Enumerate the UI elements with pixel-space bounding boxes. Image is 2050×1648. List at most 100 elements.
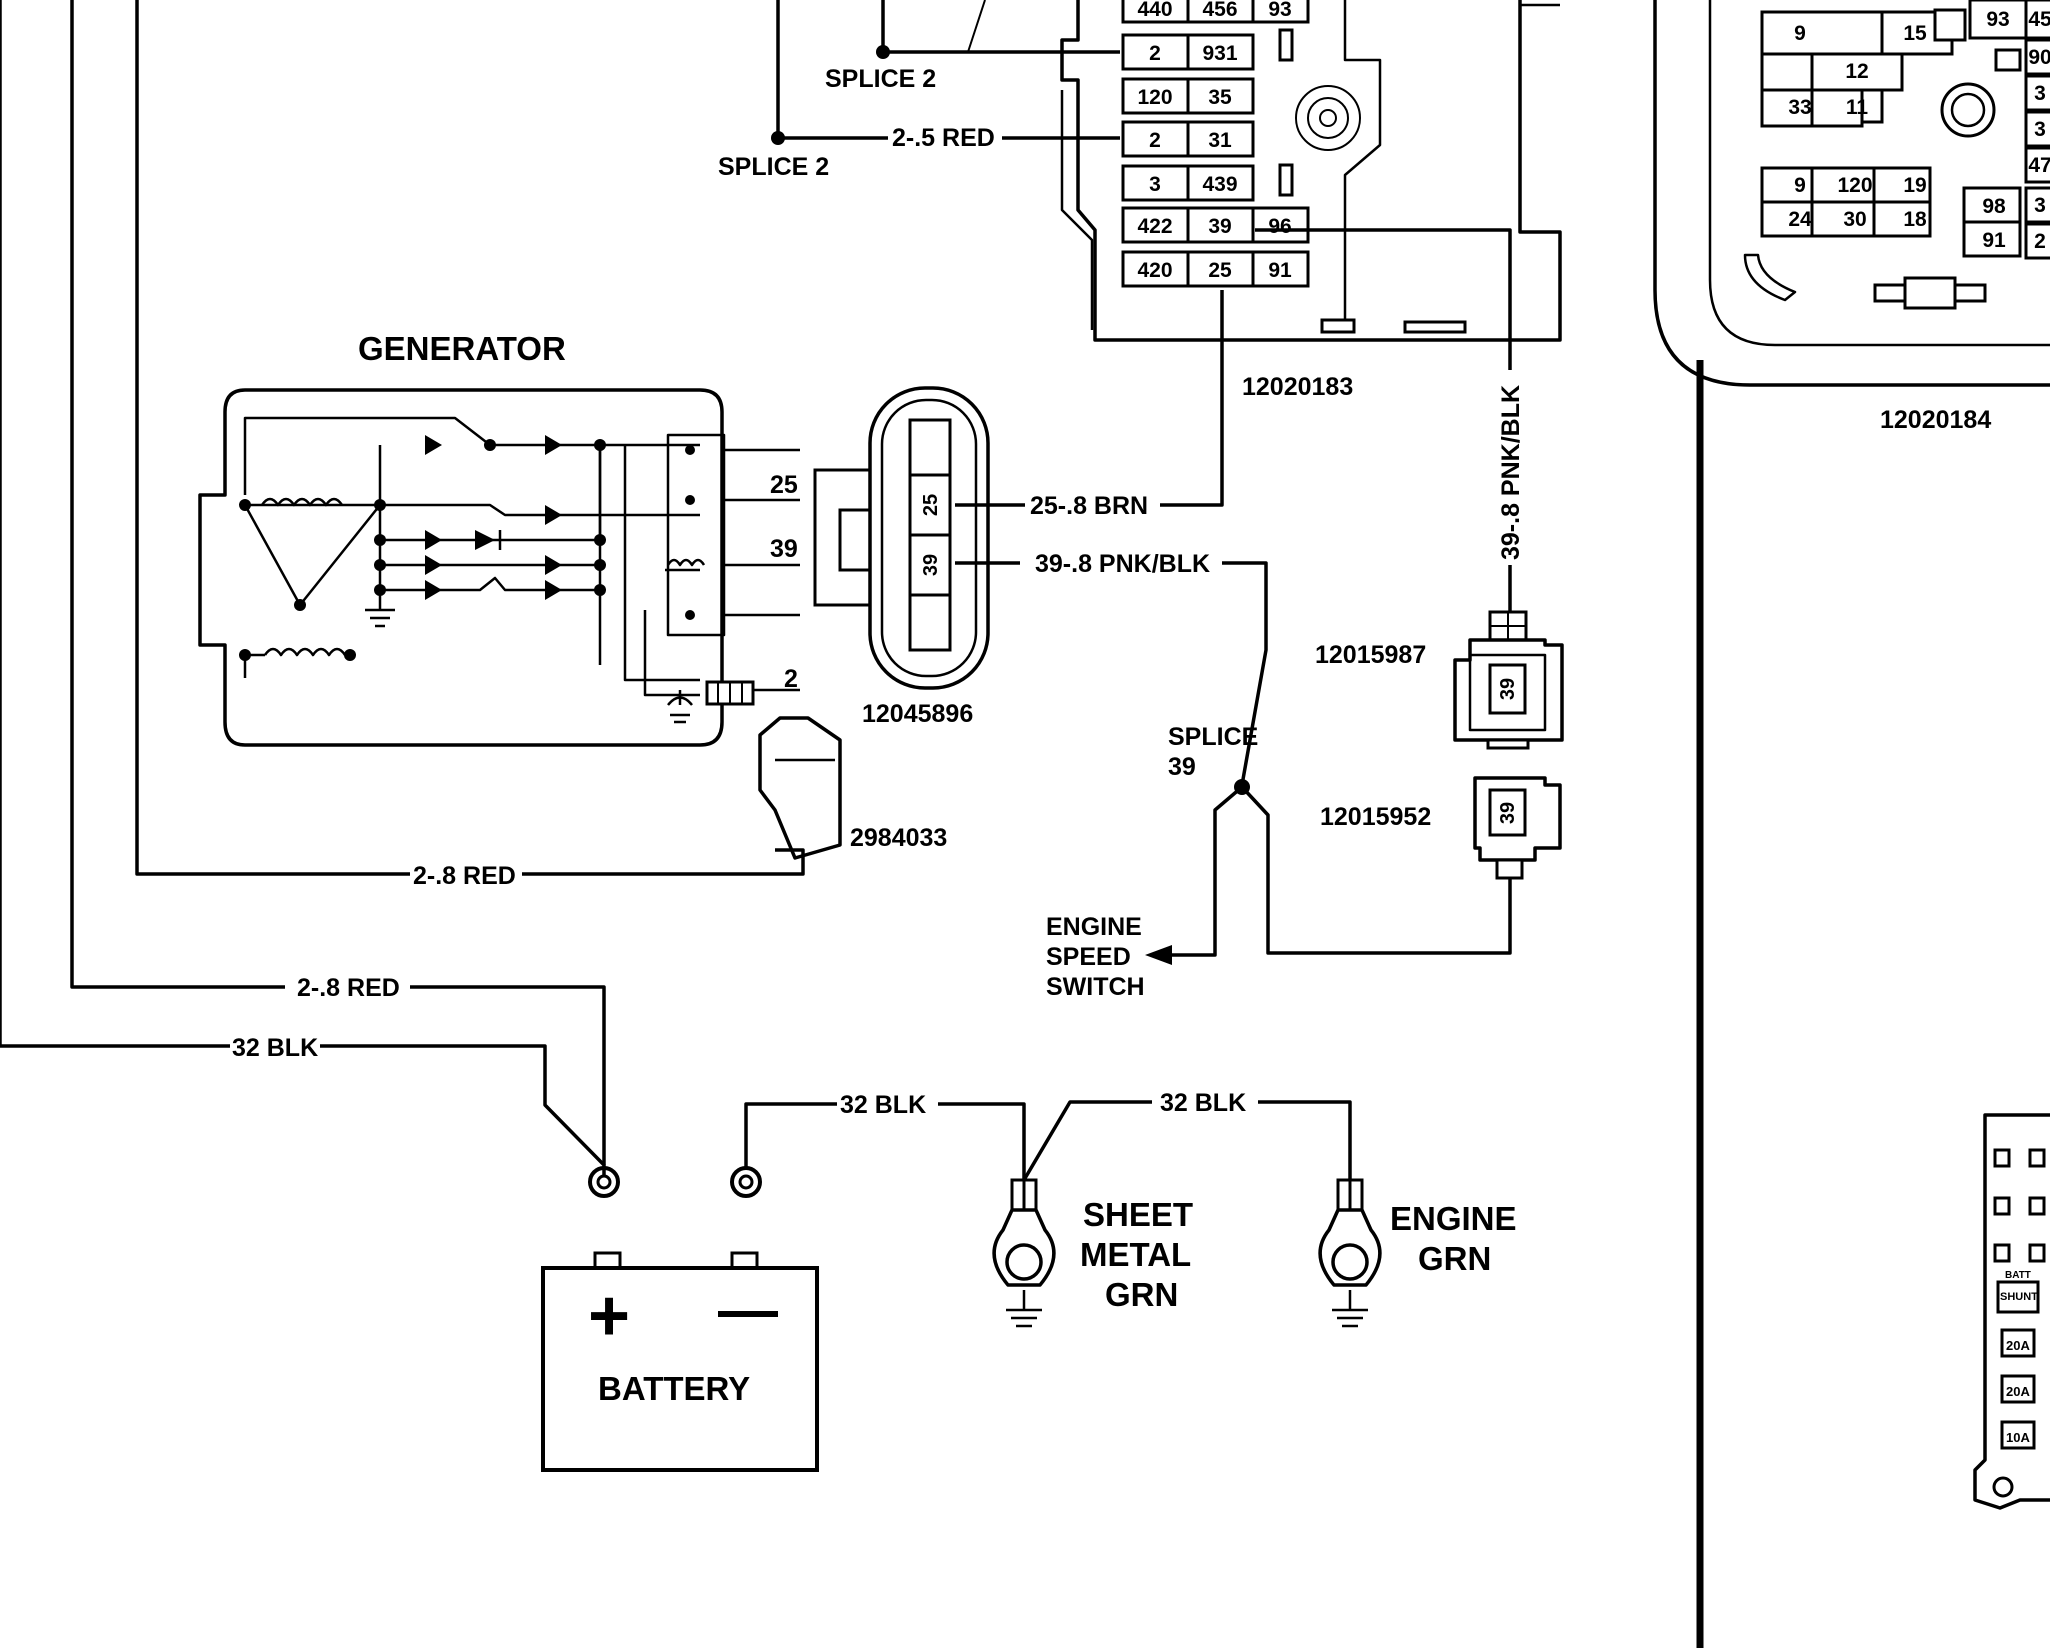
svg-text:11: 11 — [1846, 96, 1869, 119]
generator-pin-39: 39 — [770, 535, 798, 563]
part-number-12015952: 12015952 — [1320, 803, 1431, 831]
wire-32-blk-left — [0, 0, 230, 1048]
svg-text:3: 3 — [2034, 82, 2046, 105]
sheet-metal-grn-label-2: METAL — [1080, 1236, 1191, 1273]
svg-text:9: 9 — [1794, 174, 1806, 197]
battery-minus-sign: — — [718, 1276, 778, 1343]
splice-39-label-2: 39 — [1168, 753, 1196, 781]
svg-text:3: 3 — [2034, 194, 2046, 217]
part-number-12015987: 12015987 — [1315, 641, 1426, 669]
fuse-panel-label: 20A — [2006, 1338, 2030, 1353]
fuse-cell: 422 — [1137, 215, 1172, 238]
svg-text:93: 93 — [1986, 8, 2009, 31]
engine-grn-label-1: ENGINE — [1390, 1200, 1517, 1237]
fuse-panel-label: 20A — [2006, 1384, 2030, 1399]
svg-text:18: 18 — [1903, 208, 1927, 231]
connector-12045896: 25 39 — [813, 386, 990, 690]
svg-text:39: 39 — [1497, 678, 1519, 700]
wire-label-32-blk-mid: 32 BLK — [840, 1091, 926, 1119]
svg-text:12: 12 — [1845, 60, 1868, 83]
engine-grn-label-2: GRN — [1418, 1240, 1491, 1277]
fuse-cell: 2 — [1149, 42, 1161, 65]
generator-pin-2: 2 — [784, 665, 798, 693]
wire-label-2-8-red-upper: 2-.8 RED — [413, 862, 516, 890]
battery-terminal-positive — [588, 1166, 620, 1198]
arrow-engine-speed-switch — [1145, 945, 1172, 965]
battery-label: BATTERY — [598, 1370, 750, 1407]
fuse-cell: 440 — [1137, 0, 1172, 21]
fuse-panel-label: 10A — [2006, 1430, 2030, 1445]
wire-39-pnk-blk-vertical — [1255, 228, 1512, 370]
svg-text:2: 2 — [2034, 230, 2046, 253]
fuse-cell: 120 — [1137, 86, 1172, 109]
ground-sheet-metal — [992, 1178, 1056, 1328]
generator-label: GENERATOR — [358, 330, 566, 367]
splice-2-top-dot — [876, 45, 890, 59]
fuse-block-12020184: 9 15 12 33 11 9 120 19 24 30 18 93 98 91 — [1653, 0, 2050, 1648]
wire-label-32-blk-right: 32 BLK — [1160, 1089, 1246, 1117]
part-number-2984033: 2984033 — [850, 824, 947, 852]
fuse-panel-label: SHUNT — [2000, 1291, 2038, 1303]
engine-speed-switch-label-1: ENGINE — [1046, 913, 1142, 941]
wire-2-8-red-lower — [70, 0, 285, 989]
wire-label-25-brn: 25-.8 BRN — [1030, 492, 1148, 520]
wire-label-32-blk-left: 32 BLK — [232, 1034, 318, 1062]
splice-2-bottom-dot — [771, 131, 785, 145]
ground-engine — [1318, 1178, 1382, 1328]
generator-bracket — [758, 716, 842, 860]
connector-12015952: 39 — [1473, 776, 1562, 880]
fuse-cell: 420 — [1137, 259, 1172, 282]
wire-2-8-red-upper — [135, 0, 410, 876]
sheet-metal-grn-label-1: SHEET — [1083, 1196, 1193, 1233]
fuse-cell: 91 — [1268, 259, 1292, 282]
splice-2-top-label: SPLICE 2 — [825, 65, 936, 93]
fuse-cell: 31 — [1208, 129, 1232, 152]
svg-text:33: 33 — [1788, 96, 1811, 119]
svg-text:9: 9 — [1794, 22, 1806, 45]
fuse-cell: 39 — [1208, 215, 1231, 238]
sheet-metal-grn-label-3: GRN — [1105, 1276, 1178, 1313]
fuse-panel-label: BATT — [2005, 1270, 2031, 1281]
fuse-cell: 456 — [1202, 0, 1237, 21]
svg-text:47: 47 — [2028, 154, 2050, 177]
fuse-cell: 2 — [1149, 129, 1161, 152]
part-number-12020184: 12020184 — [1880, 406, 1991, 434]
generator-pin-25: 25 — [770, 471, 798, 499]
splice-2-bottom-label: SPLICE 2 — [718, 153, 829, 181]
wire-label-2-8-red-lower: 2-.8 RED — [297, 974, 400, 1002]
svg-text:15: 15 — [1903, 22, 1927, 45]
part-number-12020183: 12020183 — [1242, 373, 1353, 401]
engine-speed-switch-label-2: SPEED — [1046, 943, 1131, 971]
wire-25-brn — [1160, 290, 1224, 507]
fuse-panel: BATT SHUNT 20A 20A 10A — [1973, 1113, 2050, 1510]
connector-12015987: 39 — [1453, 610, 1564, 750]
wire-32-blk-mid — [744, 1102, 837, 1168]
svg-text:91: 91 — [1982, 229, 2006, 252]
fuse-block-12020183: 440 456 93 2 931 120 35 2 31 3 439 422 3… — [1060, 0, 1562, 342]
generator — [198, 388, 800, 747]
svg-text:25: 25 — [920, 494, 942, 516]
svg-text:39: 39 — [920, 554, 942, 576]
battery — [541, 1251, 819, 1472]
fuse-cell: 35 — [1208, 86, 1232, 109]
splice-39-label-1: SPLICE — [1168, 723, 1258, 751]
wire-label-2-5-red: 2-.5 RED — [892, 124, 995, 152]
svg-text:3: 3 — [2034, 118, 2046, 141]
fuse-cell: 3 — [1149, 173, 1161, 196]
battery-plus-sign: + — [588, 1276, 630, 1356]
fuse-cell: 439 — [1202, 173, 1237, 196]
wire-label-39-pnk-blk: 39-.8 PNK/BLK — [1035, 550, 1210, 578]
part-number-12045896: 12045896 — [862, 700, 973, 728]
fuse-cell: 25 — [1208, 259, 1232, 282]
fuse-cell: 93 — [1268, 0, 1291, 21]
engine-speed-switch-label-3: SWITCH — [1046, 973, 1145, 1001]
svg-text:24: 24 — [1788, 208, 1812, 231]
fuse-cell: 931 — [1202, 42, 1237, 65]
battery-terminal-negative — [730, 1166, 762, 1198]
svg-text:19: 19 — [1903, 174, 1926, 197]
svg-text:98: 98 — [1982, 195, 2006, 218]
svg-text:120: 120 — [1837, 174, 1872, 197]
wire-39-pnk-blk — [1222, 561, 1268, 786]
svg-text:39: 39 — [1497, 802, 1519, 824]
